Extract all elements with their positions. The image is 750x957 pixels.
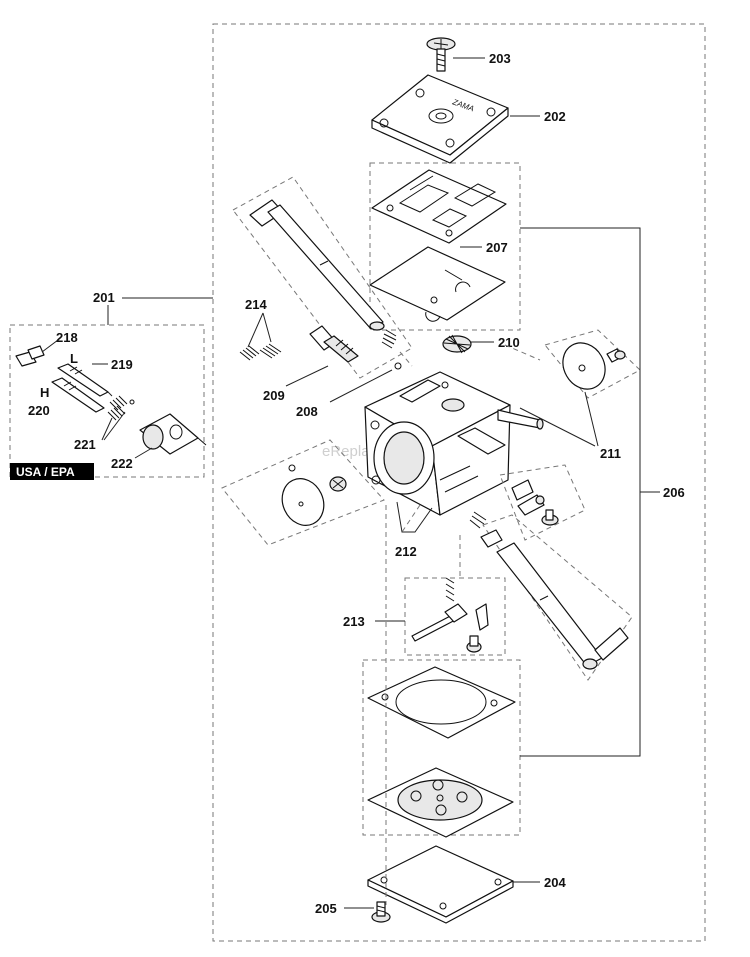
pump-valve-frame [221, 439, 385, 546]
callout-207: 207 [486, 240, 508, 255]
callout-201: 201 [93, 290, 115, 305]
needle-219-icon [57, 363, 113, 397]
choke-lever-frame [482, 514, 633, 681]
gasket-upper-icon [371, 169, 507, 244]
gasket-group-frame [369, 162, 521, 331]
callout-204: 204 [544, 875, 566, 890]
inset-kit-frame [9, 324, 205, 478]
carburetor-body-icon [364, 371, 544, 516]
springs-214-icon [239, 312, 282, 361]
filter-screen-210-icon [442, 334, 472, 354]
limiter-cap-218-icon [15, 345, 45, 367]
callout-218: 218 [56, 330, 78, 345]
callout-209: 209 [263, 388, 285, 403]
needle-220-icon [51, 377, 105, 413]
callout-211: 211 [600, 446, 621, 461]
inlet-needle-213-icon [411, 577, 489, 653]
pump-cover-icon [281, 464, 347, 526]
callout-202: 202 [544, 109, 566, 124]
inlet-needle-frame [404, 577, 506, 656]
fitting-209-icon [309, 325, 359, 363]
screw-203-icon [426, 37, 456, 72]
callout-219: 219 [111, 357, 133, 372]
callout-221: 221 [74, 437, 96, 452]
return-spring-icon [381, 329, 397, 349]
region-badge-text: USA / EPA [16, 465, 75, 479]
callout-220: 220 [28, 403, 50, 418]
callout-206: 206 [663, 485, 685, 500]
lower-gasket-icon [367, 666, 516, 739]
throttle-shaft-frame [232, 176, 413, 379]
choke-plate-211-icon [562, 342, 626, 390]
callout-210: 210 [498, 335, 520, 350]
needle-label-low: L [70, 351, 78, 366]
callout-214: 214 [245, 297, 267, 312]
callout-203: 203 [489, 51, 511, 66]
screw-205-icon [371, 901, 391, 923]
callout-213: 213 [343, 614, 365, 629]
metering-diaphragm-207-icon [369, 246, 506, 322]
detent-spring-icon [469, 511, 503, 548]
pump-diaphragm-icon [367, 767, 514, 838]
choke-plate-frame [544, 329, 641, 399]
callout-208: 208 [296, 404, 318, 419]
callout-205: 205 [315, 901, 337, 916]
throttle-shaft-icon [249, 199, 385, 331]
bottom-cover-204-icon [367, 845, 514, 924]
callout-222: 222 [111, 456, 133, 471]
cover-plate-202-icon: ZAMA [371, 74, 509, 164]
needle-label-high: H [40, 385, 49, 400]
needle-housing-222-icon [139, 413, 207, 455]
assembly-frame [212, 23, 706, 942]
callout-212: 212 [395, 544, 417, 559]
lever-screw-icon [511, 479, 559, 526]
choke-lever-icon [496, 542, 629, 670]
springs-221-icon [107, 395, 135, 421]
region-badge [10, 463, 94, 480]
